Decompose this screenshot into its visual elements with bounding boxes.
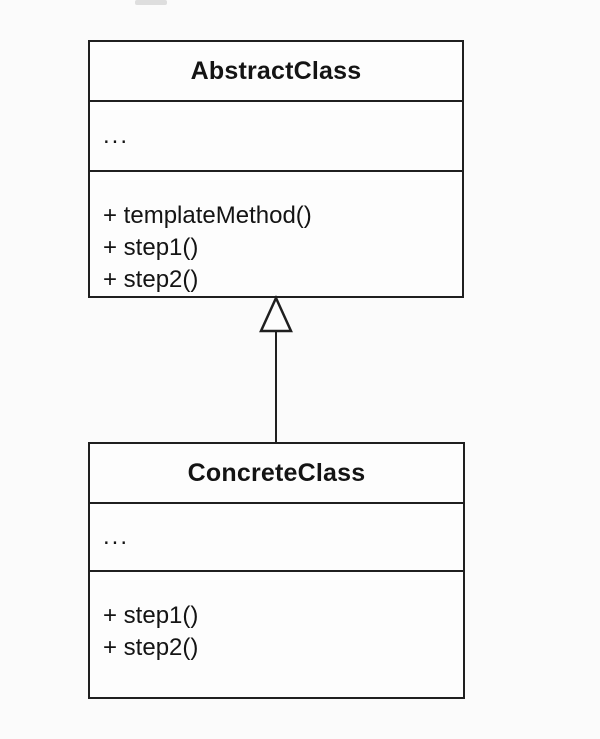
class-name-concreteclass: ConcreteClass	[187, 458, 366, 487]
method-templatemethod: + templateMethod()	[103, 202, 312, 229]
class-name-abstractclass: AbstractClass	[190, 56, 362, 85]
attribute-ellipsis: ...	[103, 523, 130, 550]
class-box-abstractclass: AbstractClass ... + templateMethod() + s…	[88, 40, 464, 298]
attributes-compartment-abstractclass: ...	[90, 100, 462, 170]
inheritance-arrowhead-icon	[259, 294, 293, 333]
method-step2-concrete: + step2()	[103, 634, 199, 661]
attribute-ellipsis: ...	[103, 122, 130, 149]
class-box-concreteclass: ConcreteClass ... + step1() + step2()	[88, 442, 465, 699]
methods-compartment-abstractclass: + templateMethod() + step1() + step2()	[90, 170, 462, 296]
inheritance-line	[275, 330, 277, 442]
top-edge-artifact	[135, 0, 167, 5]
methods-compartment-concreteclass: + step1() + step2()	[90, 570, 463, 697]
method-step1-concrete: + step1()	[103, 602, 199, 629]
method-step1-abstract: + step1()	[103, 234, 199, 261]
attributes-compartment-concreteclass: ...	[90, 502, 463, 570]
method-step2-abstract: + step2()	[103, 266, 199, 293]
